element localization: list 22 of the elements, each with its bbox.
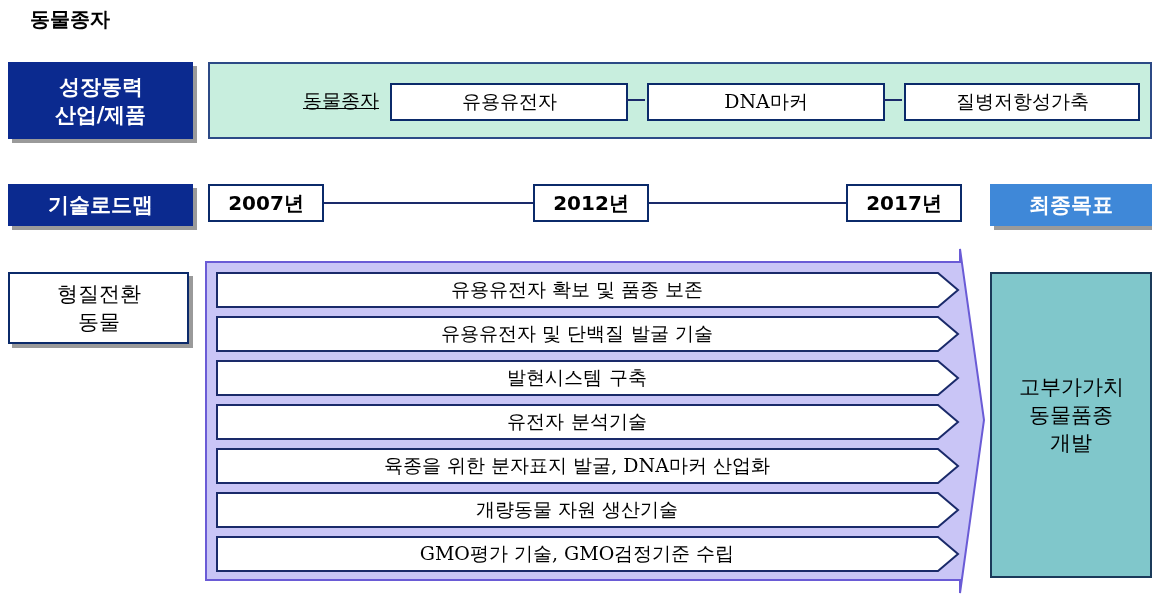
task-box: 유용유전자 및 단백질 발굴 기술	[216, 316, 960, 352]
year-box: 2007년	[208, 184, 324, 222]
task-box: 개량동물 자원 생산기술	[216, 492, 960, 528]
item-box: 질병저항성가축	[904, 83, 1140, 121]
category-label: 동물종자	[303, 88, 379, 113]
task-box: 발현시스템 구축	[216, 360, 960, 396]
task-box: GMO평가 기술, GMO검정기준 수립	[216, 536, 960, 572]
task-box: 유전자 분석기술	[216, 404, 960, 440]
category-band	[208, 62, 1152, 139]
item-box: 유용유전자	[390, 83, 628, 121]
year-box: 2017년	[846, 184, 962, 222]
goal-box: 고부가가치 동물품종 개발	[990, 272, 1152, 578]
connector-line	[882, 99, 903, 101]
task-box: 육종을 위한 분자표지 발굴, DNA마커 산업화	[216, 448, 960, 484]
item-box: DNA마커	[647, 83, 885, 121]
task-box: 유용유전자 확보 및 품종 보존	[216, 272, 960, 308]
roadmap-arrow	[205, 248, 985, 594]
connector-line	[625, 99, 646, 101]
connector-line	[648, 202, 847, 204]
connector-line	[323, 202, 534, 204]
title: 동물종자	[30, 6, 110, 33]
year-box: 2012년	[533, 184, 649, 222]
